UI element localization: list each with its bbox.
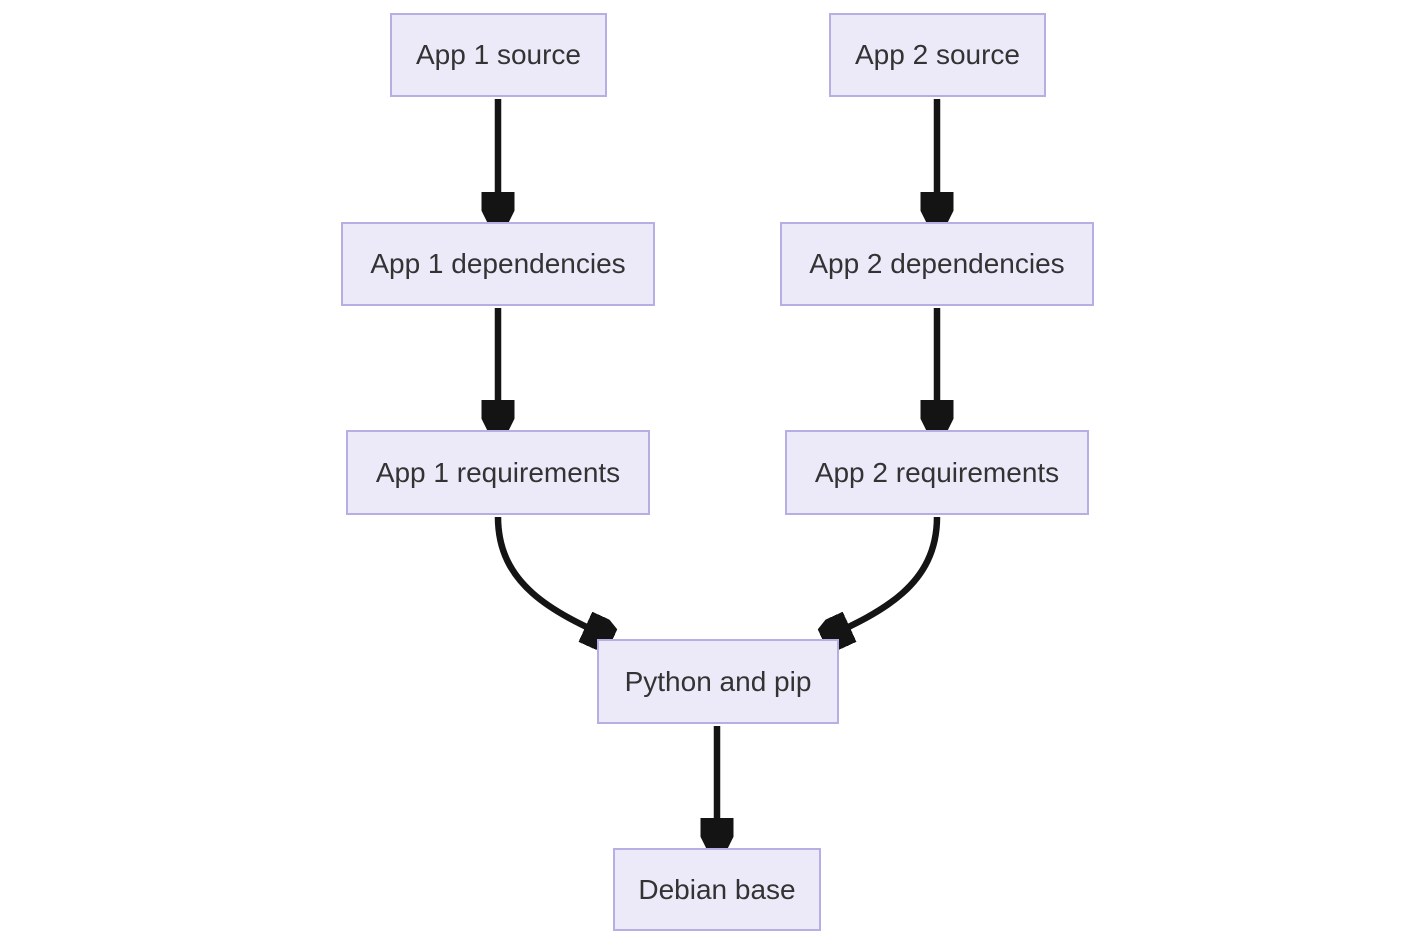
node-app1-source: App 1 source [390,13,607,97]
node-app1-requirements: App 1 requirements [346,430,650,515]
node-app2-requirements: App 2 requirements [785,430,1089,515]
node-app2-dependencies: App 2 dependencies [780,222,1094,306]
node-python-and-pip-label: Python and pip [624,665,812,697]
node-debian-base-label: Debian base [638,873,796,905]
node-app1-dependencies: App 1 dependencies [341,222,655,306]
node-debian-base: Debian base [613,848,821,931]
node-app1-requirements-label: App 1 requirements [375,456,621,488]
edge-app2requirements-pythonandpip [825,516,941,638]
node-app1-source-label: App 1 source [416,39,581,71]
node-app2-source-label: App 2 source [855,39,1020,71]
node-app2-requirements-label: App 2 requirements [814,456,1060,488]
node-app2-source: App 2 source [829,13,1046,97]
node-python-and-pip: Python and pip [597,639,839,724]
node-app2-dependencies-label: App 2 dependencies [809,248,1065,280]
edge-app1requirements-pythonandpip [494,516,610,638]
node-app1-dependencies-label: App 1 dependencies [370,248,626,280]
